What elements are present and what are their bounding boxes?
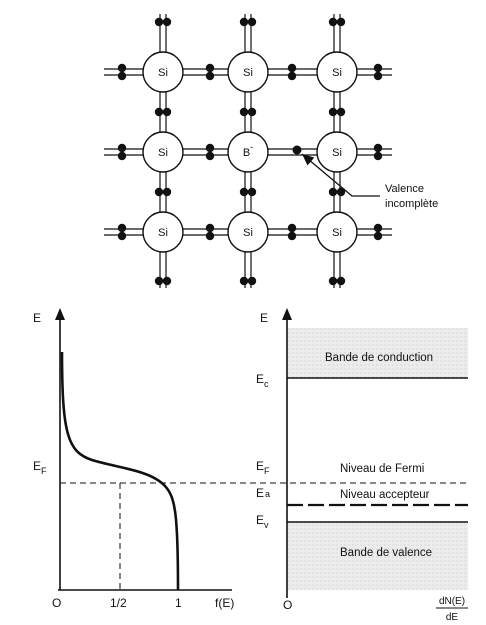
- silicon-atom: [316, 131, 358, 173]
- callout-line-1: Valence: [385, 183, 424, 195]
- electron: [205, 223, 215, 233]
- electron: [336, 187, 346, 197]
- electron: [373, 231, 383, 241]
- band-ef-label: EF: [256, 459, 270, 476]
- electron: [373, 71, 383, 81]
- electron: [287, 71, 297, 81]
- electron: [373, 143, 383, 153]
- lone-electron: [292, 145, 302, 155]
- fermi-origin-label: O: [52, 596, 61, 610]
- atom-label: Si: [332, 67, 342, 79]
- electron: [336, 276, 346, 286]
- band-y-label: E: [260, 311, 268, 325]
- ea-label: Ea: [256, 486, 270, 500]
- incomplete-valence-callout: Valence incomplète: [301, 153, 438, 210]
- electron: [336, 17, 346, 27]
- electron: [154, 17, 164, 27]
- atom-label: Si: [332, 147, 342, 159]
- electron: [117, 71, 127, 81]
- electron: [328, 17, 338, 27]
- electron: [205, 71, 215, 81]
- electron: [205, 231, 215, 241]
- band-diagram: E O Bande de conduction Niveau de Fermi …: [256, 308, 468, 623]
- atom-label: Si: [158, 227, 168, 239]
- electron: [205, 143, 215, 153]
- electron: [247, 276, 257, 286]
- electron: [287, 63, 297, 73]
- silicon-atom: [142, 131, 184, 173]
- electron: [287, 223, 297, 233]
- electron: [205, 63, 215, 73]
- electron: [336, 107, 346, 117]
- electron: [373, 223, 383, 233]
- electron: [117, 143, 127, 153]
- atom-label: Si: [158, 67, 168, 79]
- electron: [117, 231, 127, 241]
- atom-label: Si: [243, 227, 253, 239]
- fermi-level-label: Niveau de Fermi: [340, 463, 424, 475]
- acceptor-level-label: Niveau accepteur: [340, 489, 430, 501]
- electron: [239, 276, 249, 286]
- one-tick-label: 1: [175, 596, 182, 610]
- electron: [247, 107, 257, 117]
- atom-label: Si: [243, 67, 253, 79]
- ec-label: Ec: [256, 372, 269, 389]
- electron: [239, 107, 249, 117]
- callout-arrow: [301, 153, 380, 197]
- electron: [205, 151, 215, 161]
- silicon-atom: [316, 51, 358, 93]
- electron: [117, 63, 127, 73]
- band-y-arrow: [282, 308, 292, 320]
- valence-band-fill: [288, 522, 468, 590]
- electron: [328, 187, 338, 197]
- conduction-band-fill: [288, 328, 468, 378]
- callout-line-2: incomplète: [385, 198, 438, 210]
- density-numerator: dN(E): [439, 596, 465, 607]
- electron: [373, 63, 383, 73]
- silicon-atom: [142, 211, 184, 253]
- fermi-dirac-curve: [60, 351, 180, 591]
- electron: [154, 107, 164, 117]
- electron: [162, 17, 172, 27]
- electron: [328, 107, 338, 117]
- electron: [247, 187, 257, 197]
- fermi-y-label: E: [33, 311, 41, 325]
- atom-label: B-: [243, 142, 253, 159]
- atom-label: Si: [158, 147, 168, 159]
- ev-label: Ev: [256, 513, 269, 530]
- fermi-ef-label: EF: [33, 459, 47, 476]
- valence-band-label: Bande de valence: [340, 547, 432, 559]
- electron: [162, 187, 172, 197]
- electron: [162, 276, 172, 286]
- half-tick-label: 1/2: [110, 596, 127, 610]
- silicon-atom: [142, 51, 184, 93]
- electron: [239, 187, 249, 197]
- electron: [328, 276, 338, 286]
- fermi-dirac-plot: E O 1/2 1 f(E) EF: [33, 308, 234, 610]
- electron: [154, 187, 164, 197]
- electron: [239, 17, 249, 27]
- atom-label: Si: [332, 227, 342, 239]
- silicon-atom: [227, 51, 269, 93]
- boron-atom: [227, 131, 269, 173]
- band-origin-label: O: [283, 598, 292, 612]
- electron: [154, 276, 164, 286]
- conduction-band-label: Bande de conduction: [325, 352, 433, 364]
- density-denominator: dE: [446, 612, 459, 623]
- silicon-atom: [316, 211, 358, 253]
- electron: [247, 17, 257, 27]
- fermi-x-label: f(E): [215, 596, 234, 610]
- electron: [373, 151, 383, 161]
- fermi-y-arrow: [55, 308, 65, 320]
- electron: [117, 223, 127, 233]
- electron: [162, 107, 172, 117]
- silicon-atom: [227, 211, 269, 253]
- electron: [117, 151, 127, 161]
- electron: [287, 231, 297, 241]
